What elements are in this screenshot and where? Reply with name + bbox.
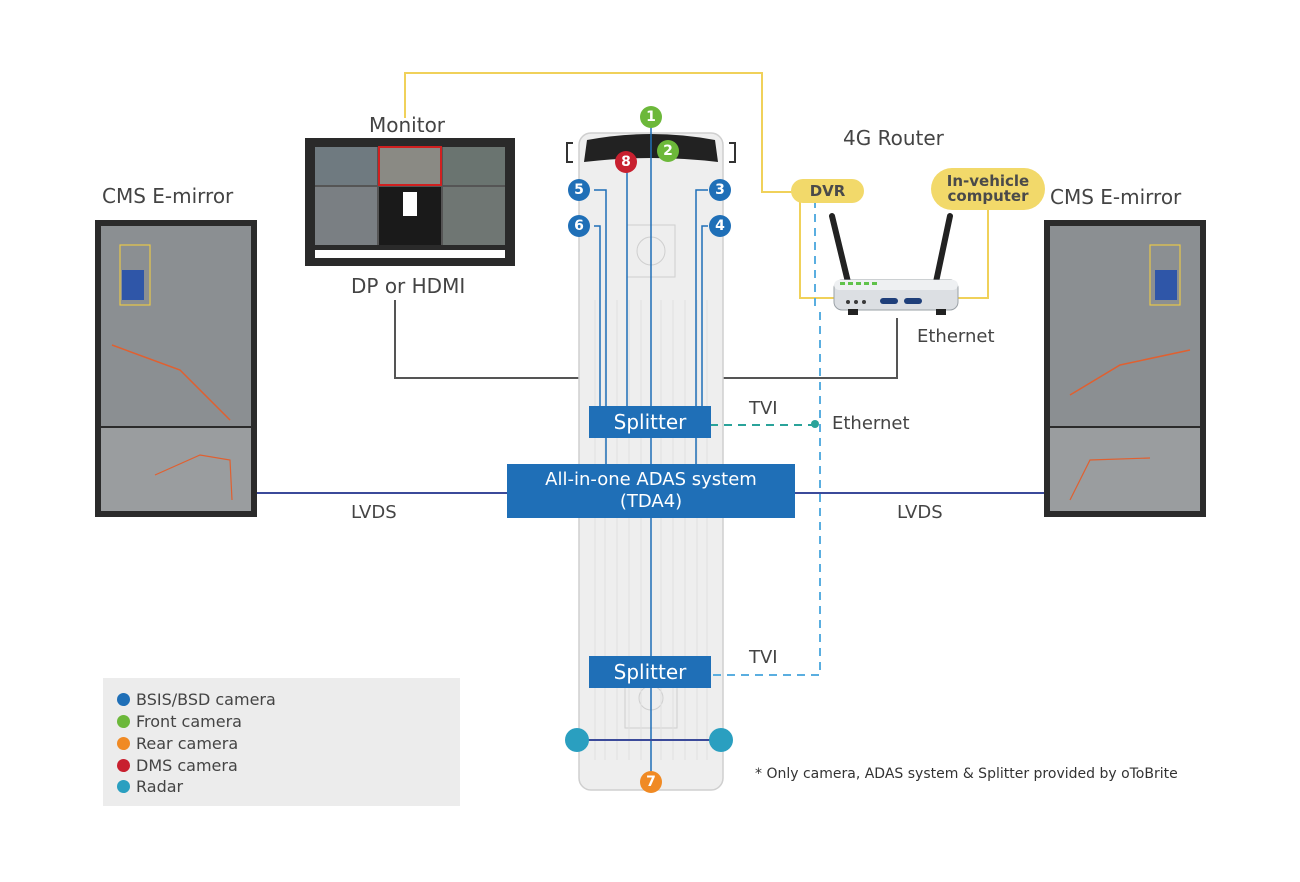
mirror-left (566, 142, 573, 163)
router-antenna-right (933, 213, 953, 285)
tvi-top-label: TVI (749, 398, 778, 419)
ethernet-router-label: Ethernet (917, 326, 995, 347)
router-antenna-left (829, 213, 851, 285)
legend-label-rear: Rear camera (136, 734, 239, 753)
legend-dot-rear (117, 737, 130, 750)
legend-item-bsd: BSIS/BSD camera (117, 690, 276, 709)
adas-system-box: All-in-one ADAS system (TDA4) (507, 464, 795, 518)
adas-line1: All-in-one ADAS system (545, 469, 757, 490)
legend-dot-bsd (117, 693, 130, 706)
ethernet-router-line (720, 318, 898, 379)
legend-label-bsd: BSIS/BSD camera (136, 690, 276, 709)
cms-left-label: CMS E-mirror (102, 184, 234, 208)
legend-label-front: Front camera (136, 712, 242, 731)
dvr-router-line (799, 200, 834, 299)
dp-hdmi-line (394, 300, 582, 379)
radar-left (565, 728, 589, 752)
legend-label-radar: Radar (136, 777, 184, 796)
tvi-bottom-label: TVI (749, 647, 778, 668)
lvds-left-label: LVDS (351, 502, 397, 523)
computer-line1: In-vehicle (946, 172, 1030, 190)
radar-right (709, 728, 733, 752)
legend-label-dms: DMS camera (136, 756, 238, 775)
in-vehicle-computer-pill: In-vehicle computer (931, 168, 1045, 210)
adas-line2: (TDA4) (619, 491, 683, 512)
legend: BSIS/BSD camera Front camera Rear camera… (103, 678, 460, 806)
monitor-dvr-line (404, 72, 792, 193)
legend-dot-radar (117, 780, 130, 793)
lvds-right-label: LVDS (897, 502, 943, 523)
computer-router-line (958, 203, 989, 299)
cms-right-label: CMS E-mirror (1050, 185, 1182, 209)
splitter-top-box: Splitter (589, 406, 711, 438)
router-label: 4G Router (843, 126, 944, 150)
dp-hdmi-label: DP or HDMI (351, 274, 466, 298)
footnote: * Only camera, ADAS system & Splitter pr… (755, 766, 1178, 782)
ethernet-mid-label: Ethernet (832, 413, 910, 434)
camera-badge-8: 8 (615, 151, 637, 173)
camera-badge-1: 1 (640, 106, 662, 128)
legend-dot-front (117, 715, 130, 728)
legend-dot-dms (117, 759, 130, 772)
monitor-label: Monitor (369, 113, 446, 137)
ethernet-junction (811, 420, 819, 428)
camera-badge-2: 2 (657, 140, 679, 162)
mirror-right (729, 142, 736, 163)
camera-badge-7: 7 (640, 771, 662, 793)
legend-item-dms: DMS camera (117, 756, 238, 775)
splitter-bottom-box: Splitter (589, 656, 711, 688)
legend-item-rear: Rear camera (117, 734, 238, 753)
tvi-bottom-dashed (710, 312, 821, 676)
camera-badge-3: 3 (709, 179, 731, 201)
camera-badge-6: 6 (568, 215, 590, 237)
camera-badge-5: 5 (568, 179, 590, 201)
legend-item-front: Front camera (117, 712, 242, 731)
dvr-pill: DVR (791, 179, 864, 203)
legend-item-radar: Radar (117, 777, 183, 796)
camera-badge-4: 4 (709, 215, 731, 237)
computer-line2: computer (947, 187, 1029, 205)
